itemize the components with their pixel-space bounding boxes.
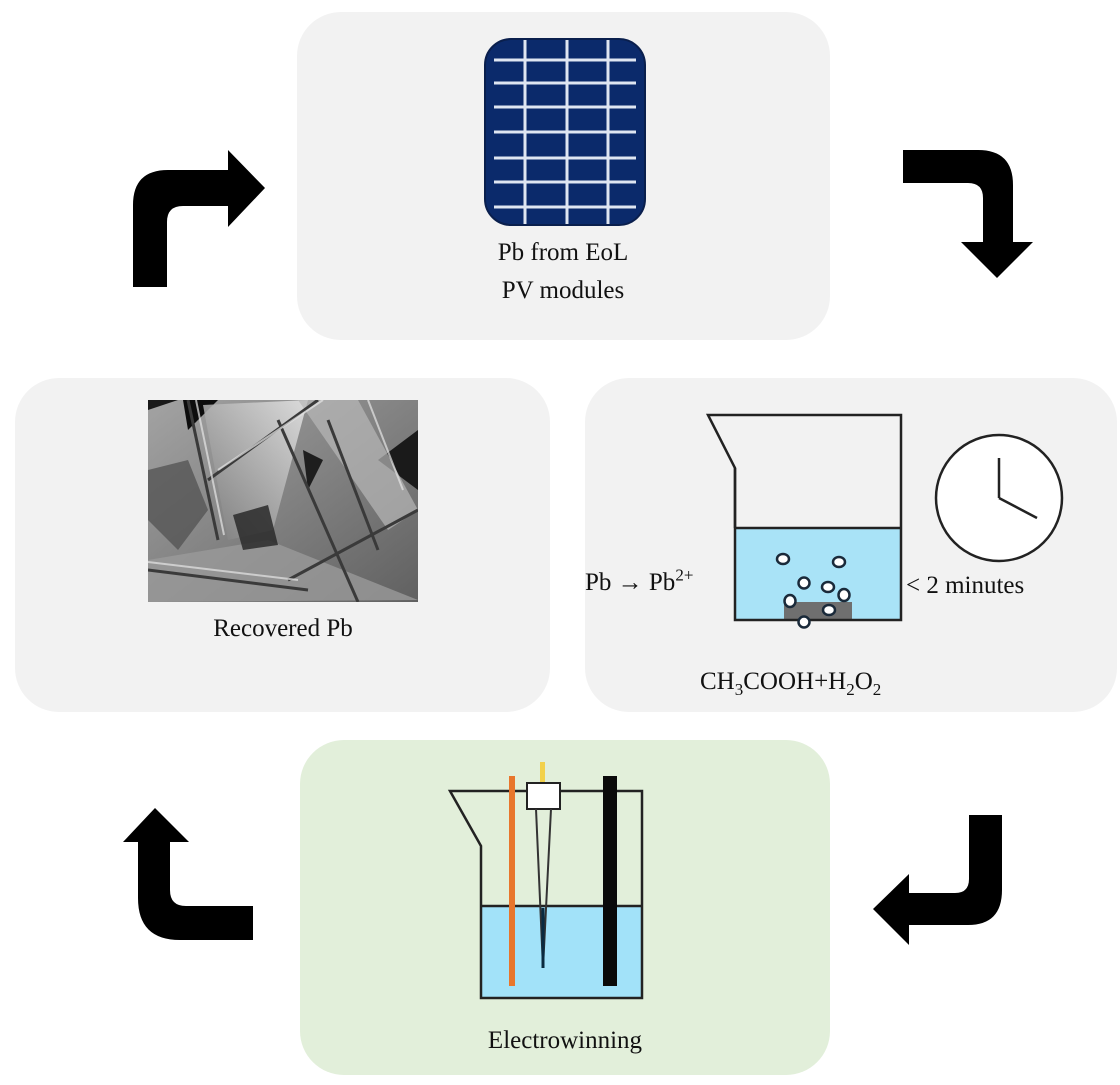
bubble (775, 552, 791, 566)
orange-electrode (509, 776, 515, 986)
bubble (831, 555, 847, 569)
reaction-product: Pb (648, 569, 676, 596)
reagent-part: COOH+H (743, 668, 847, 695)
arrow-source-to-dissolution (903, 150, 1033, 278)
sem-micrograph-image (148, 400, 418, 602)
arrow-electrowinning-to-recovered (123, 808, 255, 943)
reaction-charge: 2+ (675, 565, 694, 585)
electrowinning-label: Electrowinning (487, 1027, 643, 1054)
source-label-line2: PV modules (501, 277, 625, 304)
bubble (797, 576, 811, 590)
time-label: < 2 minutes (906, 572, 1025, 599)
reaction-equation: Pb → Pb2+ (585, 567, 693, 599)
bubble (820, 580, 836, 594)
bubble (797, 615, 811, 629)
reagent-part: CH (700, 668, 735, 695)
clock-icon (933, 432, 1065, 564)
reagent-subscript: 3 (734, 680, 744, 699)
reagent-subscript: 2 (846, 680, 855, 699)
reaction-arrow: → (617, 569, 643, 596)
solar-panel-icon (484, 38, 646, 226)
arrow-dissolution-to-electrowinning (873, 815, 1003, 947)
reagent-formula: CH3COOH+H2O2 (700, 666, 881, 698)
beaker-bubbles-icon (705, 412, 905, 629)
reagent-subscript: 2 (872, 680, 882, 699)
reagent-part: O (854, 668, 873, 695)
bubble (783, 593, 797, 609)
source-label-line1: Pb from EoL (497, 239, 629, 266)
electrochemical-cell-icon (447, 758, 647, 1003)
black-electrode (603, 776, 617, 986)
reference-wire (540, 762, 545, 784)
bubble (821, 603, 837, 617)
arrow-recovered-to-source (133, 150, 265, 290)
recovered-label: Recovered Pb (213, 615, 353, 642)
bubble (837, 587, 851, 603)
reaction-reactant: Pb (585, 569, 612, 596)
reference-cap (526, 782, 561, 810)
